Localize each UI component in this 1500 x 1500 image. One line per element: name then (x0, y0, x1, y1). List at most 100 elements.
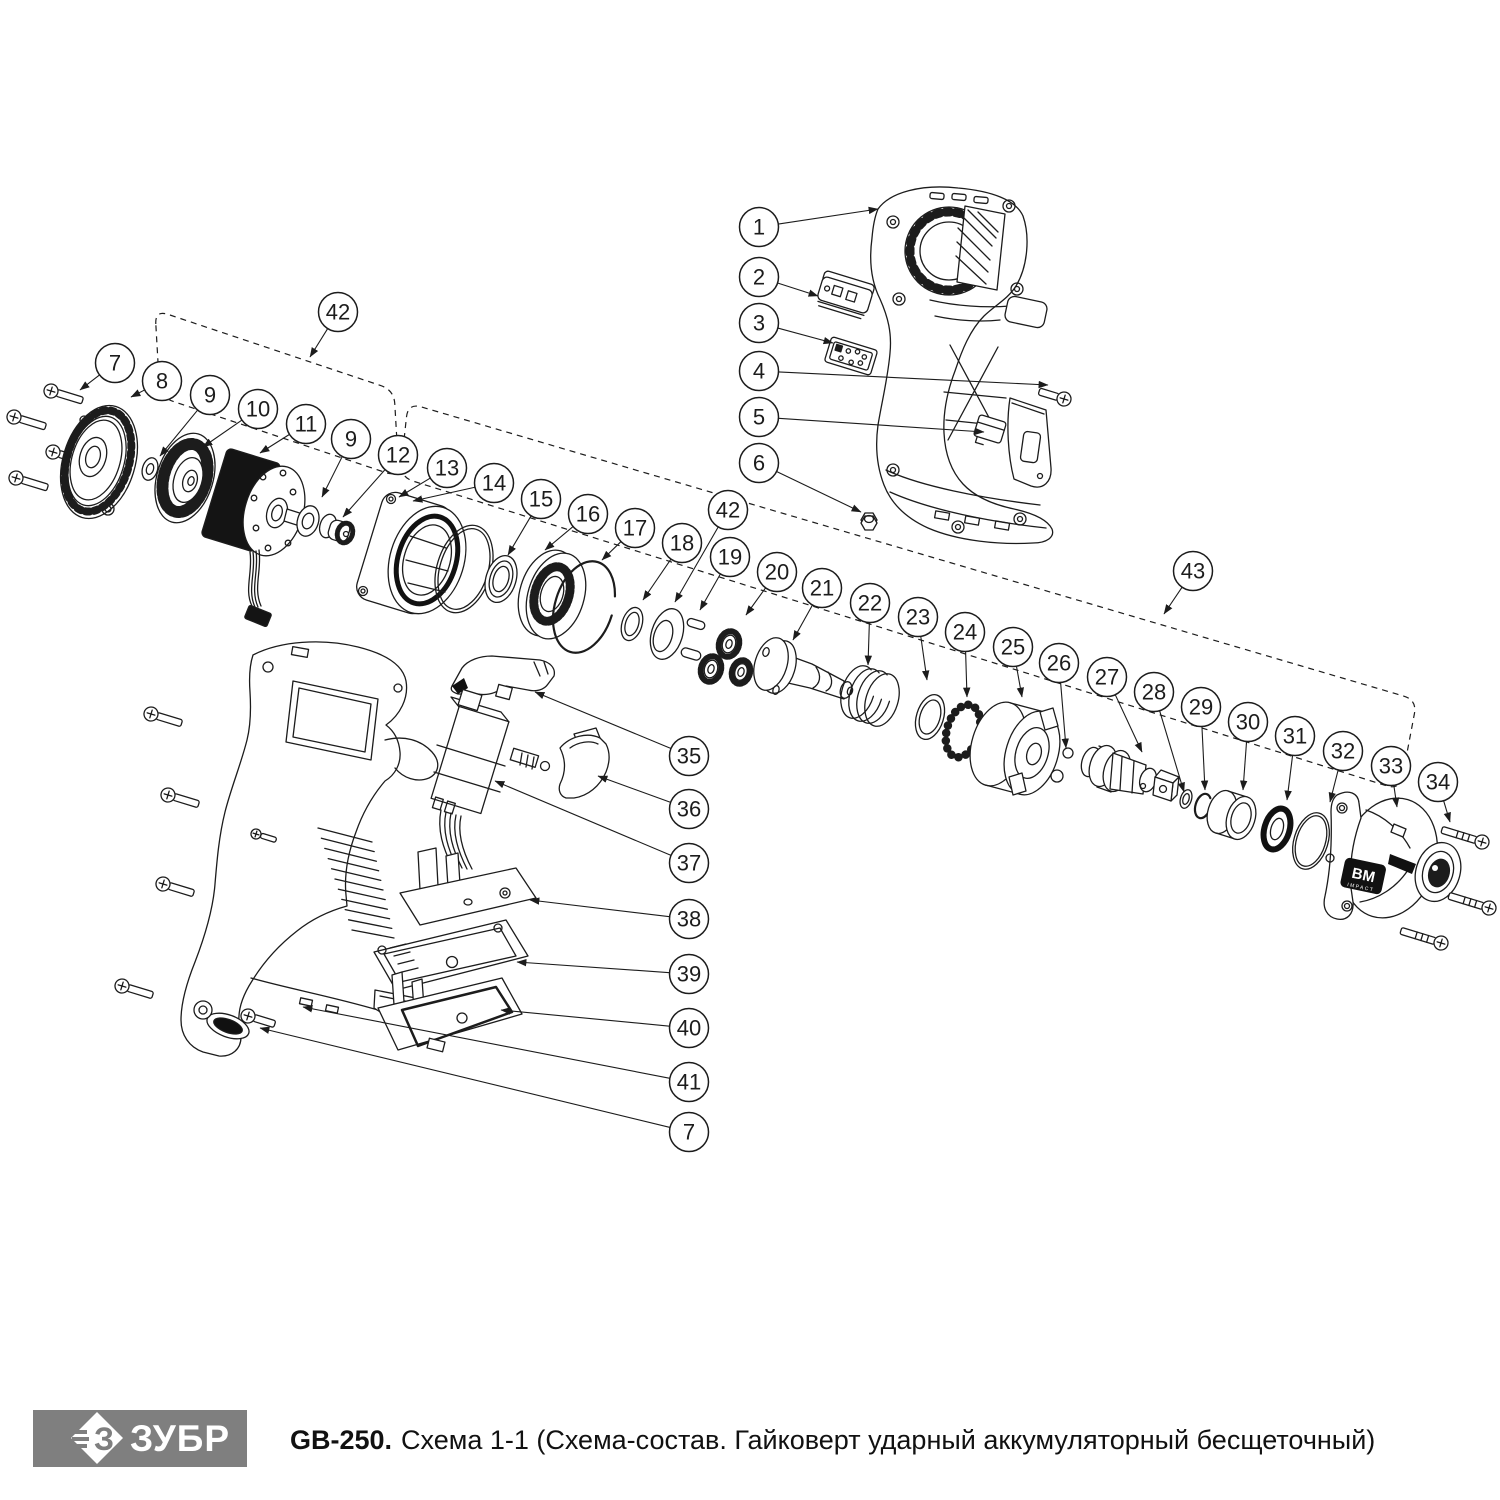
part-ring-28 (1179, 789, 1193, 809)
callout-number-42: 42 (326, 300, 350, 325)
callout-number-8: 8 (156, 369, 168, 394)
part-pins (680, 617, 706, 661)
callout-11: 11 (259, 403, 327, 454)
brand-badge: BM IMPACT (1340, 857, 1386, 895)
callout-1: 1 (738, 206, 879, 248)
leader-line-41 (302, 1005, 670, 1079)
callout-number-16: 16 (576, 502, 600, 527)
part-hammer (969, 701, 1064, 796)
part-switch (430, 688, 551, 870)
part-gear-case (356, 491, 467, 615)
callout-12: 12 (342, 434, 419, 518)
leader-line-37 (494, 780, 672, 856)
callout-number-39: 39 (677, 962, 701, 987)
callout-6: 6 (738, 442, 862, 513)
leader-line-15 (507, 515, 532, 556)
callout-circle-23 (897, 596, 939, 638)
part-base-plate (399, 847, 537, 926)
badge-line2: IMPACT (1347, 882, 1375, 894)
part-oring-32 (1292, 812, 1330, 870)
callout-number-41: 41 (677, 1070, 701, 1095)
callout-circle-8 (141, 360, 183, 402)
callout-number-28: 28 (1142, 680, 1166, 705)
part-nut (860, 512, 878, 531)
part-seal-ring (1260, 805, 1294, 853)
callout-circle-11 (285, 403, 327, 445)
callout-number-12: 12 (386, 443, 410, 468)
leader-line-10 (202, 419, 243, 448)
callout-number-43: 43 (1181, 559, 1205, 584)
callout-circle-2 (738, 256, 780, 298)
callout-number-24: 24 (953, 620, 977, 645)
callout-circle-36 (668, 788, 710, 830)
callout-number-20: 20 (765, 560, 789, 585)
callout-circle-30 (1227, 701, 1269, 743)
part-battery-latch (973, 397, 1052, 488)
callout-9: 9 (321, 418, 372, 498)
callout-27: 27 (1086, 656, 1143, 753)
part-washer-9 (141, 457, 159, 481)
callout-30: 30 (1227, 701, 1269, 791)
part-base-cover (377, 971, 523, 1053)
leader-line-8 (130, 389, 145, 398)
callout-number-40: 40 (677, 1016, 701, 1041)
callout-number-17: 17 (623, 516, 647, 541)
part-planet-gears (697, 628, 754, 687)
part-ball (1062, 747, 1074, 759)
callout-circle-39 (668, 953, 710, 995)
callout-circle-5 (738, 396, 780, 438)
part-pinion (318, 513, 356, 546)
part-terminal-plate (373, 919, 529, 991)
logo-letter: З (94, 1421, 114, 1457)
callout-number-6: 6 (753, 451, 765, 476)
callout-28: 28 (1133, 671, 1185, 793)
diagram-title: GB-250.Схема 1-1 (Схема-состав. Гайковер… (290, 1425, 1375, 1455)
leader-line-39 (516, 958, 670, 974)
part-housing-right (870, 186, 1054, 545)
assembly-box-42 (155, 312, 399, 475)
callout-circle-9 (189, 374, 231, 416)
leader-line-7 (259, 1026, 671, 1128)
callout-number-9: 9 (345, 427, 357, 452)
callout-21: 21 (792, 567, 843, 641)
callout-circle-35 (668, 735, 710, 777)
callout-16: 16 (544, 493, 609, 551)
leader-line-6 (776, 470, 862, 513)
callout-3: 3 (738, 302, 834, 345)
leader-line-28 (1159, 710, 1185, 793)
callout-circle-40 (668, 1007, 710, 1049)
callout-number-32: 32 (1331, 739, 1355, 764)
footer: З ЗУБР GB-250.Схема 1-1 (Схема-состав. Г… (33, 1410, 1375, 1467)
callout-37: 37 (494, 780, 710, 884)
callout-number-23: 23 (906, 605, 930, 630)
title-subtitle: Схема 1-1 (Схема-состав. Гайковерт ударн… (401, 1425, 1375, 1455)
callout-number-37: 37 (677, 851, 701, 876)
callout-circle-14 (473, 462, 515, 504)
callout-number-13: 13 (435, 456, 459, 481)
leader-line-13 (398, 477, 431, 498)
callout-circle-4 (738, 350, 780, 392)
leader-line-42 (309, 328, 329, 358)
callout-4: 4 (738, 350, 1049, 392)
callout-circle-6 (738, 442, 780, 484)
callout-circle-42 (707, 489, 749, 531)
part-trigger (558, 727, 610, 799)
callout-number-14: 14 (482, 471, 506, 496)
callout-circle-28 (1133, 671, 1175, 713)
callout-20: 20 (745, 551, 798, 616)
callout-circle-15 (520, 478, 562, 520)
screw-boss-holes (886, 199, 1027, 534)
callout-number-19: 19 (718, 545, 742, 570)
callout-8: 8 (130, 360, 183, 402)
callout-29: 29 (1180, 686, 1222, 791)
callout-number-7: 7 (109, 351, 121, 376)
callout-18: 18 (642, 522, 703, 601)
leader-line-40 (500, 1007, 670, 1027)
leader-line-42 (674, 526, 719, 603)
callout-number-5: 5 (753, 405, 765, 430)
part-front-case: BM IMPACT (1323, 791, 1462, 920)
callout-36: 36 (597, 775, 710, 830)
callout-number-38: 38 (677, 907, 701, 932)
badge-line1: BM (1350, 865, 1376, 886)
